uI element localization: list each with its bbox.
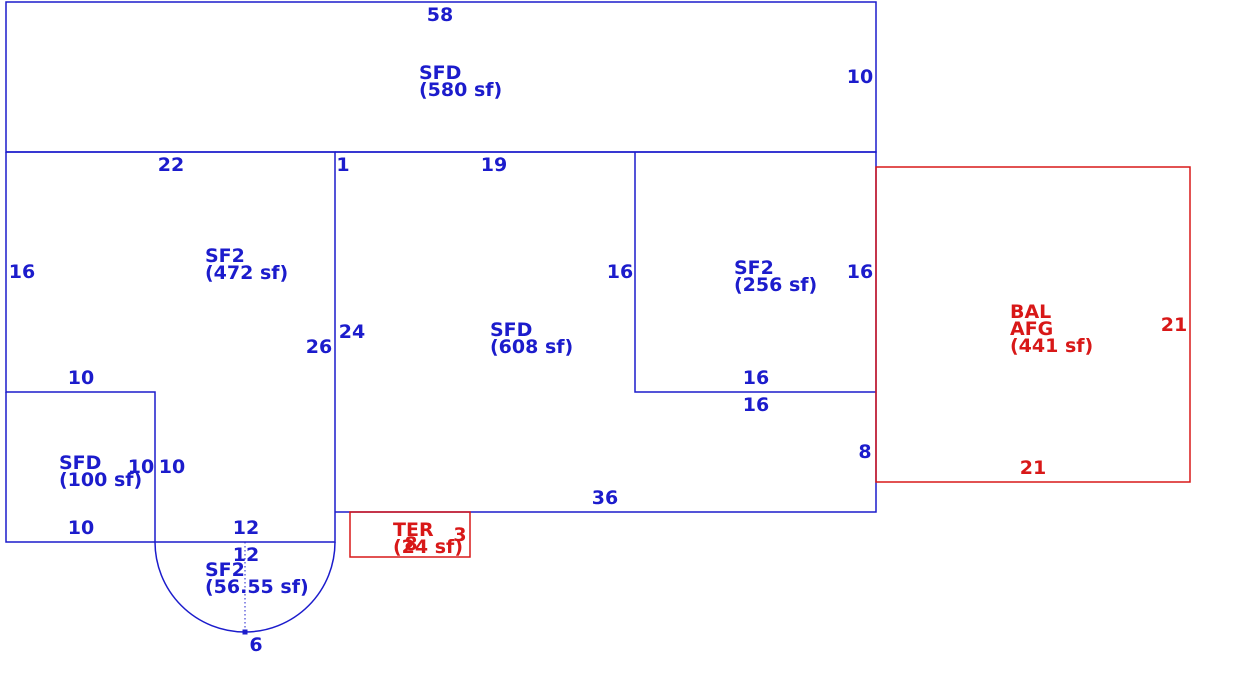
terrace-area: (24 sf) (393, 536, 463, 558)
left-sf2-name: SF2 (205, 245, 245, 267)
dim-mid-step: 1 (336, 154, 349, 176)
dim-right-bottom-outer: 16 (743, 394, 769, 416)
dim-notch-bottom: 10 (68, 517, 94, 539)
semi-sf2-area: (56.55 sf) (205, 576, 309, 598)
dim-mid-bottom: 36 (592, 487, 618, 509)
dim-right-top-side: 16 (847, 261, 873, 283)
mid-sfd-outline (335, 151, 877, 513)
dim-mid-right-inner: 16 (607, 261, 633, 283)
dim-semi-diam: 12 (233, 544, 259, 566)
small-sfd-area: (100 sf) (59, 469, 142, 491)
dim-bal-bottom: 21 (1020, 457, 1046, 479)
dim-top-width: 58 (427, 4, 453, 26)
top-sfd-name: SFD (419, 62, 461, 84)
dim-mid-top: 19 (481, 154, 507, 176)
balcony-area: (441 sf) (1010, 335, 1093, 357)
balcony-sub: AFG (1010, 318, 1053, 340)
dim-notch-top: 10 (68, 367, 94, 389)
right-sf2-area: (256 sf) (734, 274, 817, 296)
dim-ter-right: 3 (453, 524, 466, 546)
top-sfd-area: (580 sf) (419, 79, 502, 101)
terrace-name: TER (393, 519, 434, 541)
small-sfd-name: SFD (59, 452, 101, 474)
dim-mid-left: 24 (339, 321, 365, 343)
dim-step-bottom: 12 (233, 517, 259, 539)
semi-sf2-name: SF2 (205, 559, 245, 581)
dim-left-top: 22 (158, 154, 184, 176)
dim-left-inner: 26 (306, 336, 332, 358)
balcony-outline (875, 166, 1191, 483)
dim-ter-left: 8 (404, 533, 417, 555)
dim-right-bottom: 16 (743, 367, 769, 389)
left-sf2-area: (472 sf) (205, 262, 288, 284)
balcony-name: BAL (1010, 301, 1051, 323)
dim-top-height: 10 (847, 66, 873, 88)
dim-mid-right-low: 8 (858, 441, 871, 463)
dim-notch-left: 10 (128, 456, 154, 478)
dim-notch-right: 10 (159, 456, 185, 478)
mid-sfd-name: SFD (490, 319, 532, 341)
left-sf2-outline (5, 151, 336, 543)
small-sfd-outline (5, 392, 155, 543)
right-sf2-name: SF2 (734, 257, 774, 279)
dim-semi-radius: 6 (249, 634, 262, 656)
mid-sfd-area: (608 sf) (490, 336, 573, 358)
right-sf2-outline (634, 152, 876, 393)
terrace-outline (349, 511, 471, 558)
dim-left-side: 16 (9, 261, 35, 283)
semi-center-point (242, 629, 248, 635)
dim-bal-side: 21 (1161, 314, 1187, 336)
